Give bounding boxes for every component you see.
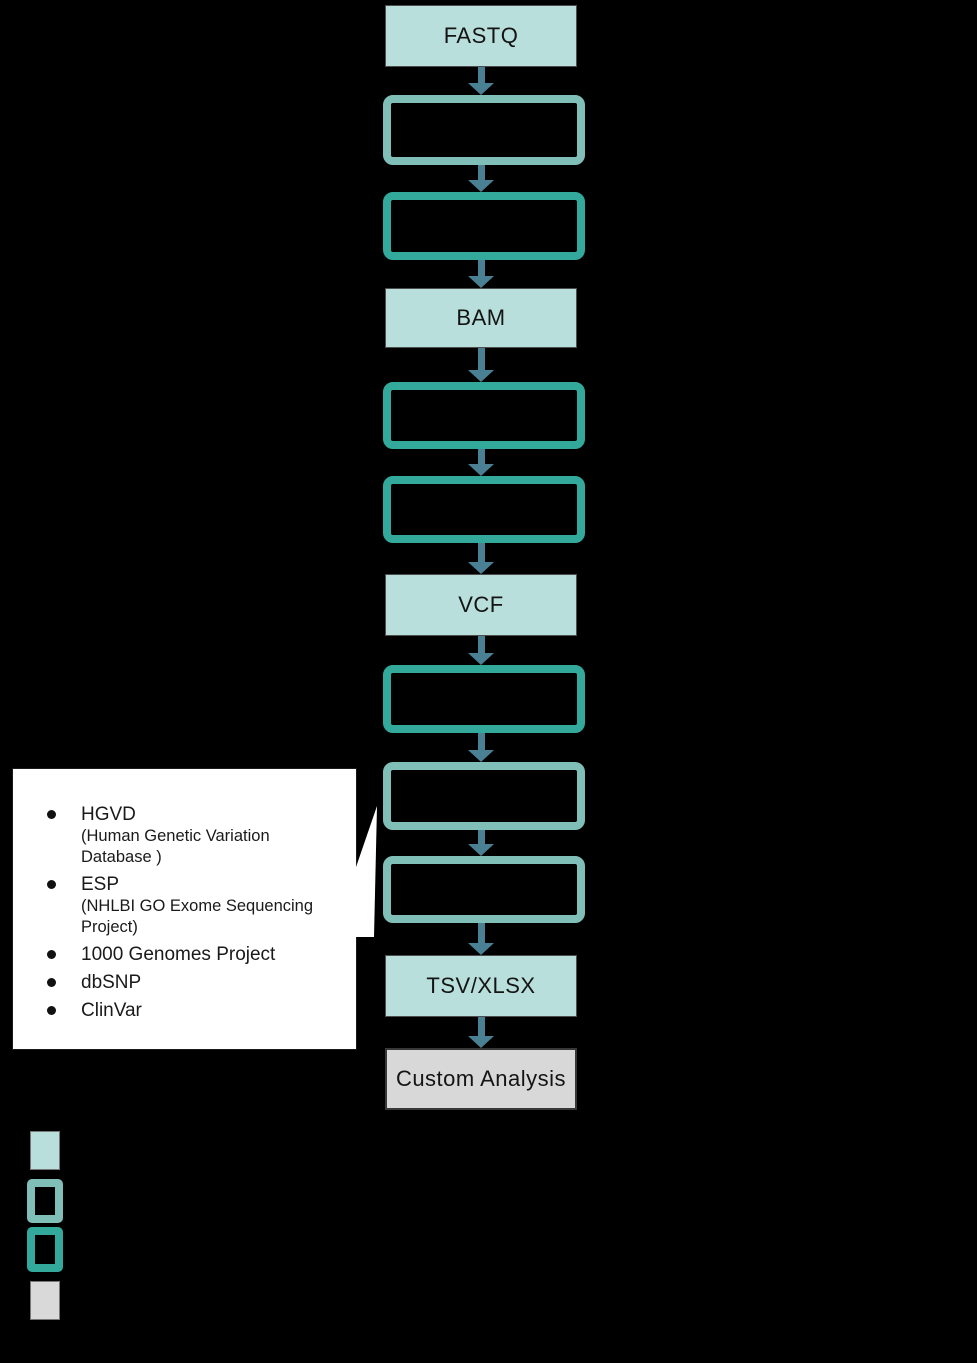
arrow-head-icon — [468, 370, 494, 382]
flow-arrow — [468, 67, 494, 95]
flow-arrow — [468, 923, 494, 955]
arrow-shaft — [477, 830, 485, 844]
node-custom-analysis: Custom Analysis — [385, 1048, 577, 1110]
list-item: dbSNP — [35, 971, 344, 994]
database-subtitle-line: (Human Genetic Variation — [81, 827, 270, 845]
node-step-3 — [383, 382, 585, 449]
arrow-head-icon — [468, 1036, 494, 1048]
legend-swatch-outline-muted-teal — [27, 1179, 63, 1223]
node-step-2 — [383, 192, 585, 260]
arrow-shaft — [477, 923, 485, 943]
bullet-icon — [47, 810, 56, 819]
node-tsv-xlsx-label: TSV/XLSX — [426, 973, 536, 998]
database-name: ESP — [81, 874, 120, 895]
legend-swatch-filled-gray — [30, 1281, 60, 1320]
flow-arrow — [468, 636, 494, 665]
flow-arrow — [468, 260, 494, 288]
arrow-shaft — [477, 733, 485, 750]
flow-arrow — [468, 1017, 494, 1048]
node-step-5 — [383, 665, 585, 733]
database-subtitle-line: Project) — [81, 918, 138, 936]
arrow-shaft — [477, 348, 485, 370]
database-name: 1000 Genomes Project — [81, 944, 276, 965]
databases-callout: HGVD (Human Genetic Variation Database )… — [12, 768, 357, 1050]
database-name: HGVD — [81, 804, 136, 825]
arrow-shaft — [477, 260, 485, 276]
bullet-icon — [47, 1006, 56, 1015]
arrow-head-icon — [468, 653, 494, 665]
arrow-shaft — [477, 543, 485, 562]
flow-arrow — [468, 165, 494, 192]
flow-arrow — [468, 449, 494, 476]
arrow-shaft — [477, 67, 485, 83]
arrow-shaft — [477, 449, 485, 464]
database-subtitle-line: Database ) — [81, 848, 162, 866]
flow-arrow — [468, 543, 494, 574]
node-step-1 — [383, 95, 585, 165]
database-name: ClinVar — [81, 1000, 142, 1021]
list-item: 1000 Genomes Project — [35, 943, 344, 966]
database-name: dbSNP — [81, 972, 142, 993]
node-tsv-xlsx: TSV/XLSX — [385, 955, 577, 1017]
flow-arrow — [468, 348, 494, 382]
arrow-head-icon — [468, 943, 494, 955]
arrow-shaft — [477, 1017, 485, 1036]
bullet-icon — [47, 978, 56, 987]
node-custom-analysis-label: Custom Analysis — [395, 1066, 567, 1091]
node-vcf-label: VCF — [458, 592, 504, 617]
databases-list: HGVD (Human Genetic Variation Database )… — [13, 769, 356, 1022]
arrow-head-icon — [468, 562, 494, 574]
node-step-6 — [383, 762, 585, 830]
flow-arrow — [468, 733, 494, 762]
bullet-icon — [47, 880, 56, 889]
arrow-head-icon — [468, 464, 494, 476]
node-fastq: FASTQ — [385, 5, 577, 67]
node-step-4 — [383, 476, 585, 543]
node-bam-label: BAM — [456, 305, 506, 330]
arrow-head-icon — [468, 750, 494, 762]
arrow-head-icon — [468, 844, 494, 856]
arrow-head-icon — [468, 180, 494, 192]
list-item: ClinVar — [35, 999, 344, 1022]
node-fastq-label: FASTQ — [443, 23, 519, 48]
bullet-icon — [47, 950, 56, 959]
legend-swatch-outline-vivid-teal — [27, 1227, 63, 1272]
node-vcf: VCF — [385, 574, 577, 636]
flow-arrow — [468, 830, 494, 856]
database-subtitle-line: (NHLBI GO Exome Sequencing — [81, 897, 314, 915]
arrow-head-icon — [468, 83, 494, 95]
node-bam: BAM — [385, 288, 577, 348]
legend-swatch-filled-light-teal — [30, 1131, 60, 1170]
list-item: HGVD (Human Genetic Variation Database ) — [35, 803, 344, 868]
callout-tail-icon — [355, 806, 377, 937]
list-item: ESP (NHLBI GO Exome Sequencing Project) — [35, 873, 344, 938]
arrow-head-icon — [468, 276, 494, 288]
node-step-7 — [383, 856, 585, 923]
arrow-shaft — [477, 165, 485, 180]
arrow-shaft — [477, 636, 485, 653]
